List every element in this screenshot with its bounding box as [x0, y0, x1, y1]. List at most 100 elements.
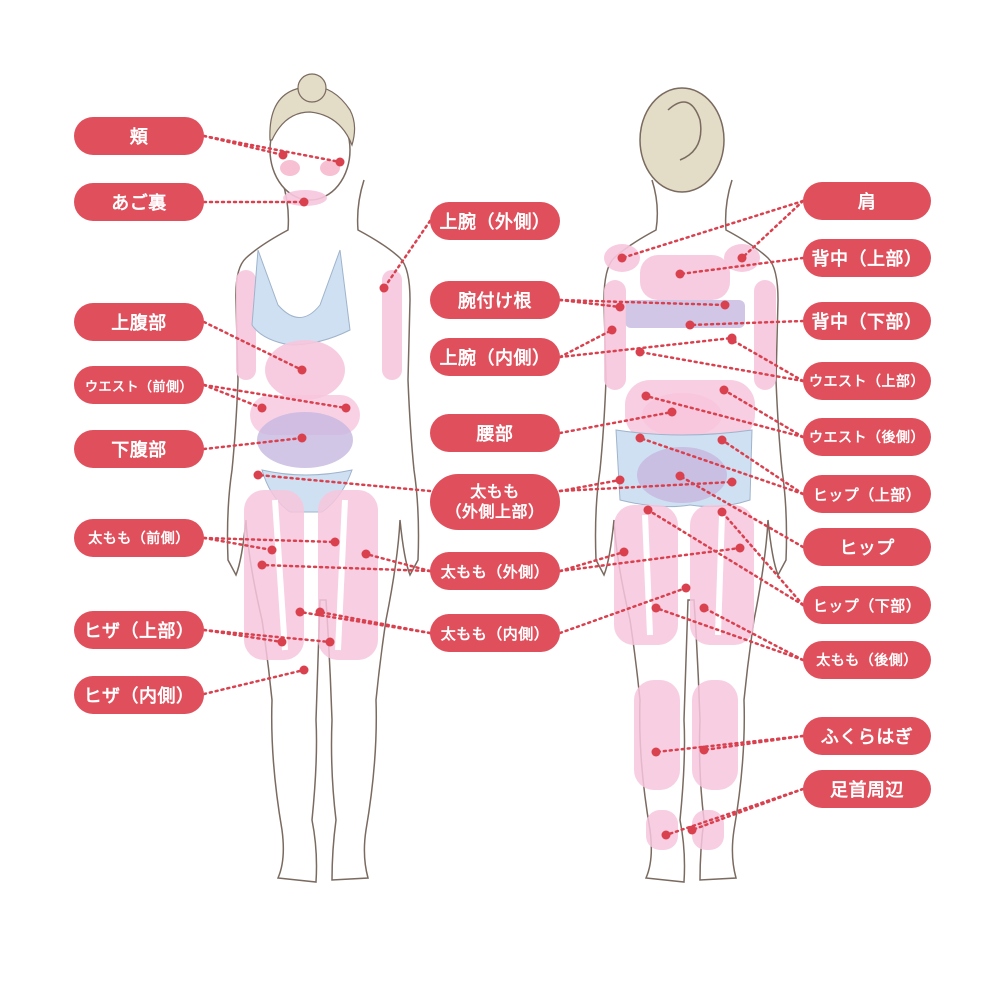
leader-dot-calf	[699, 745, 709, 755]
zone-back-upper	[640, 255, 730, 300]
leader-line-thigh-outer	[364, 552, 432, 573]
zone-cheek-left	[280, 160, 300, 176]
label-thigh-outer: 太もも（外側）	[430, 552, 560, 590]
label-thigh-outer-upper-line1: 太もも	[470, 482, 520, 501]
leader-dot-upper-abdomen	[297, 365, 307, 375]
front-bra	[251, 249, 351, 346]
leader-dot-armpit	[720, 300, 730, 310]
front-hair-bun	[297, 73, 327, 103]
back-hair-swirl	[667, 101, 702, 161]
leader-dot-thigh-back	[651, 603, 661, 613]
leader-line-thigh-front	[202, 536, 274, 552]
leader-dot-thigh-outer-r	[735, 543, 745, 553]
label-waist-back: ウエスト（後側）	[803, 418, 931, 456]
leader-line-waist-upper	[638, 350, 805, 383]
leader-line-hip-upper	[638, 436, 805, 496]
leader-dot-thigh-front	[330, 537, 340, 547]
leader-dot-back-upper	[675, 269, 685, 279]
leader-line-upper-arm-inner	[558, 328, 614, 359]
leader-dot-lower-back	[667, 407, 677, 417]
leader-dot-cheek	[278, 150, 288, 160]
leader-line-thigh-back	[702, 606, 805, 662]
leader-dot-hip-lower	[717, 507, 727, 517]
leader-line-back-lower	[688, 319, 805, 327]
leader-line-thigh-back	[654, 606, 805, 662]
leader-line-calf	[702, 734, 805, 752]
leader-dot-shoulder	[737, 253, 747, 263]
label-thigh-back: 太もも（後側）	[803, 641, 931, 679]
leader-dot-thigh-outer-r	[619, 547, 629, 557]
leader-line-thigh-front	[202, 536, 337, 544]
label-lower-abdomen: 下腹部	[74, 430, 204, 468]
label-ankle: 足首周辺	[803, 770, 931, 808]
zone-thigh-front-right	[318, 490, 378, 660]
leader-dot-thigh-inner-r	[681, 583, 691, 593]
back-thigh-stripe	[642, 514, 653, 636]
leader-dot-thigh-outer	[361, 549, 371, 559]
leader-line-thigh-outer-r	[558, 546, 742, 573]
leader-line-thigh-outer-r	[558, 550, 626, 573]
front-thigh-stripe	[272, 499, 288, 651]
label-lower-back: 腰部	[430, 414, 560, 452]
label-upper-arm-outer: 上腕（外側）	[430, 202, 560, 240]
leader-line-upper-arm-outer	[382, 219, 432, 290]
leader-dot-lower-abdomen	[297, 433, 307, 443]
leader-dot-thigh-front	[267, 545, 277, 555]
leader-dot-waist-upper	[635, 347, 645, 357]
leader-line-shoulder	[740, 199, 805, 260]
leader-dot-back-lower	[685, 320, 695, 330]
label-knee-inner: ヒザ（内側）	[74, 676, 204, 714]
leader-line-thigh-outer	[260, 563, 432, 573]
leader-dot-thigh-outer	[257, 560, 267, 570]
leader-line-thigh-outer-upper-r	[558, 480, 734, 493]
zone-arm-left	[236, 270, 256, 380]
zone-lower-back	[642, 393, 722, 437]
leader-dot-under-chin	[299, 197, 309, 207]
label-upper-abdomen: 上腹部	[74, 303, 204, 341]
leader-line-upper-arm-inner	[558, 336, 734, 359]
leader-dot-upper-arm-outer	[379, 283, 389, 293]
zone-thigh-front-left	[244, 490, 304, 660]
label-waist-front: ウエスト（前側）	[74, 366, 204, 404]
leader-dot-waist-back	[719, 385, 729, 395]
label-thigh-front: 太もも（前側）	[74, 519, 204, 557]
zone-ankle-right	[692, 810, 724, 850]
leader-dot-thigh-back	[699, 603, 709, 613]
leader-dot-thigh-inner	[295, 607, 305, 617]
leader-line-waist-back	[644, 394, 805, 439]
leader-dot-thigh-inner	[315, 607, 325, 617]
leader-line-back-upper	[678, 256, 805, 276]
leader-line-hip-lower	[646, 508, 805, 607]
leader-line-waist-upper	[730, 338, 805, 383]
leader-line-armpit	[558, 298, 622, 309]
leader-line-hip-upper	[720, 438, 805, 496]
leader-dot-calf	[651, 747, 661, 757]
leader-line-thigh-inner-r	[558, 586, 688, 635]
label-calf: ふくらはぎ	[803, 717, 931, 755]
leader-dot-ankle	[687, 825, 697, 835]
label-hip-upper: ヒップ（上部）	[803, 475, 931, 513]
leader-dot-ankle	[661, 830, 671, 840]
leader-line-shoulder	[620, 199, 805, 260]
leader-dot-waist-front	[341, 403, 351, 413]
leader-dot-thigh-outer-upper	[253, 470, 263, 480]
leader-line-knee-upper	[202, 628, 332, 644]
label-hip: ヒップ	[803, 528, 931, 566]
leader-dot-cheek	[335, 157, 345, 167]
leader-line-armpit	[558, 298, 727, 307]
front-thigh-stripe	[335, 499, 348, 651]
label-knee-upper: ヒザ（上部）	[74, 611, 204, 649]
label-thigh-outer-upper-line2: （外側上部）	[445, 502, 545, 521]
leader-dot-knee-upper	[277, 637, 287, 647]
label-back-lower: 背中（下部）	[803, 302, 931, 340]
leader-dot-thigh-outer-upper-r	[727, 477, 737, 487]
zone-calf-right	[692, 680, 738, 790]
leader-dot-shoulder	[617, 253, 627, 263]
label-under-chin: あご裏	[74, 183, 204, 221]
zone-arm-right	[382, 270, 402, 380]
label-cheek: 頬	[74, 117, 204, 155]
label-thigh-outer-upper: 太もも （外側上部）	[430, 474, 560, 530]
leader-line-waist-front	[202, 383, 348, 410]
leader-dot-knee-inner	[299, 665, 309, 675]
